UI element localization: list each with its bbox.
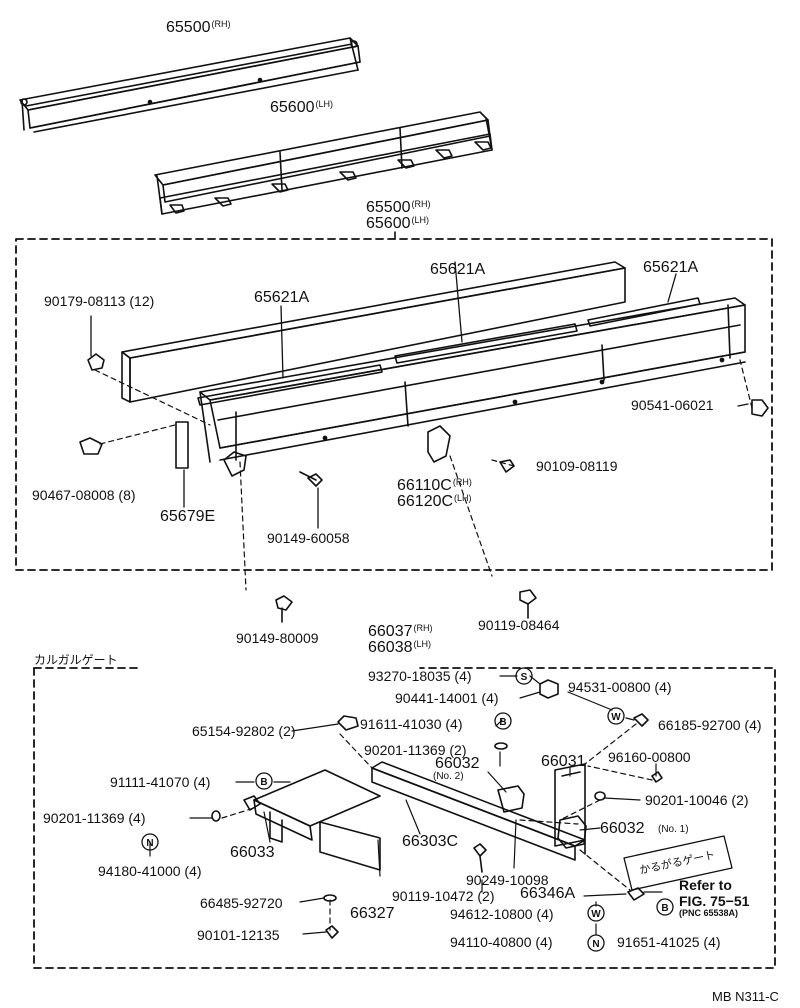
upper-hardware-illustration <box>79 353 769 487</box>
label-90149-80009: 90149-80009 <box>236 630 319 646</box>
label-66031: 66031 <box>541 753 586 770</box>
label-90441-14001: 90441-14001 (4) <box>395 690 499 706</box>
label-94531-00800: 94531-00800 (4) <box>568 679 672 695</box>
upper-title-lh: 65600(LH) <box>366 215 429 232</box>
label-90119-10472: 90119-10472 (2) <box>392 888 495 904</box>
label-66120c-lh: 66120C(LH) <box>397 493 472 510</box>
label-93270-18035: 93270-18035 (4) <box>368 668 472 684</box>
gate-panel-illustration <box>121 261 746 477</box>
label-90201-10046: 90201-10046 (2) <box>645 792 749 808</box>
lower-leaders <box>149 675 663 935</box>
label-90201-11369-4: 90201-11369 (4) <box>43 810 146 826</box>
label-66346a: 66346A <box>520 885 576 902</box>
label-91611-41030: 91611-41030 (4) <box>360 716 463 732</box>
label-66303c: 66303C <box>402 833 459 850</box>
label-66485-92720: 66485-92720 <box>200 895 283 911</box>
outside-bolts-illustration <box>275 589 537 623</box>
rail-lh-illustration <box>154 111 493 215</box>
label-65679e: 65679E <box>160 508 216 525</box>
upper-dashed-leaders <box>94 359 753 591</box>
label-94612-10800: 94612-10800 (4) <box>450 906 554 922</box>
lower-dashed-leaders <box>221 723 653 931</box>
lower-title-lh: 66038(LH) <box>368 639 431 656</box>
figure-code: MB N311-C <box>712 989 779 1004</box>
badge-b-3: B <box>661 903 668 914</box>
rail-rh-illustration <box>19 37 361 133</box>
badge-s-1: S <box>521 672 528 683</box>
label-90249-10098: 90249-10098 <box>466 872 549 888</box>
label-66110c-rh: 66110C(RH) <box>397 477 472 494</box>
label-66032-no1-sub: (No. 1) <box>658 824 689 835</box>
label-91651-41025: 91651-41025 (4) <box>617 934 721 950</box>
refer-line2: FIG. 75−51 <box>679 893 750 909</box>
upper-title-rh: 65500(RH) <box>366 199 431 216</box>
label-66032-no2: 66032 <box>435 755 480 772</box>
label-66327: 66327 <box>350 905 395 922</box>
label-90541-06021: 90541-06021 <box>631 397 714 413</box>
label-65600-lh: 65600(LH) <box>270 99 333 116</box>
label-65621a-center: 65621A <box>430 261 486 278</box>
label-66032-no1: 66032 <box>600 820 645 837</box>
label-65621a-left: 65621A <box>254 289 310 306</box>
label-94180-41000: 94180-41000 (4) <box>98 863 202 879</box>
lower-section-title: カルガルゲート <box>34 653 118 667</box>
badge-b-2: B <box>260 777 267 788</box>
badge-w-2: W <box>591 909 601 920</box>
label-90149-60058: 90149-60058 <box>267 530 350 546</box>
refer-line3: (PNC 65538A) <box>679 908 739 918</box>
label-90109-08119: 90109-08119 <box>536 458 618 474</box>
label-65500-rh: 65500(RH) <box>166 19 231 36</box>
label-90201-11369-2: 90201-11369 (2) <box>364 742 467 758</box>
refer-note: Refer to FIG. 75−51 (PNC 65538A) <box>679 878 749 918</box>
label-91111-41070: 91111-41070 (4) <box>110 774 211 790</box>
badge-w-1: W <box>611 712 621 723</box>
label-90101-12135: 90101-12135 <box>197 927 280 943</box>
label-90179-08113: 90179-08113 (12) <box>44 293 155 309</box>
lower-title-rh: 66037(RH) <box>368 623 433 640</box>
label-66032-no2-sub: (No. 2) <box>433 771 464 782</box>
badge-b-1: B <box>499 717 506 728</box>
refer-line1: Refer to <box>679 877 732 893</box>
label-65154-92802: 65154-92802 (2) <box>192 723 296 739</box>
label-66185-92700: 66185-92700 (4) <box>658 717 762 733</box>
label-94110-40800: 94110-40800 (4) <box>450 934 553 950</box>
badge-n-2: N <box>592 939 599 950</box>
label-96160-00800: 96160-00800 <box>608 749 691 765</box>
label-65621a-right: 65621A <box>643 259 699 276</box>
label-66033: 66033 <box>230 844 275 861</box>
badge-n-1: N <box>146 838 153 849</box>
badge-circles <box>141 667 674 952</box>
label-90467-08008: 90467-08008 (8) <box>32 487 136 503</box>
upper-leaders <box>90 261 749 529</box>
badge-letters: S W B B N W B N <box>146 672 668 950</box>
label-90119-08464: 90119-08464 <box>478 617 560 633</box>
